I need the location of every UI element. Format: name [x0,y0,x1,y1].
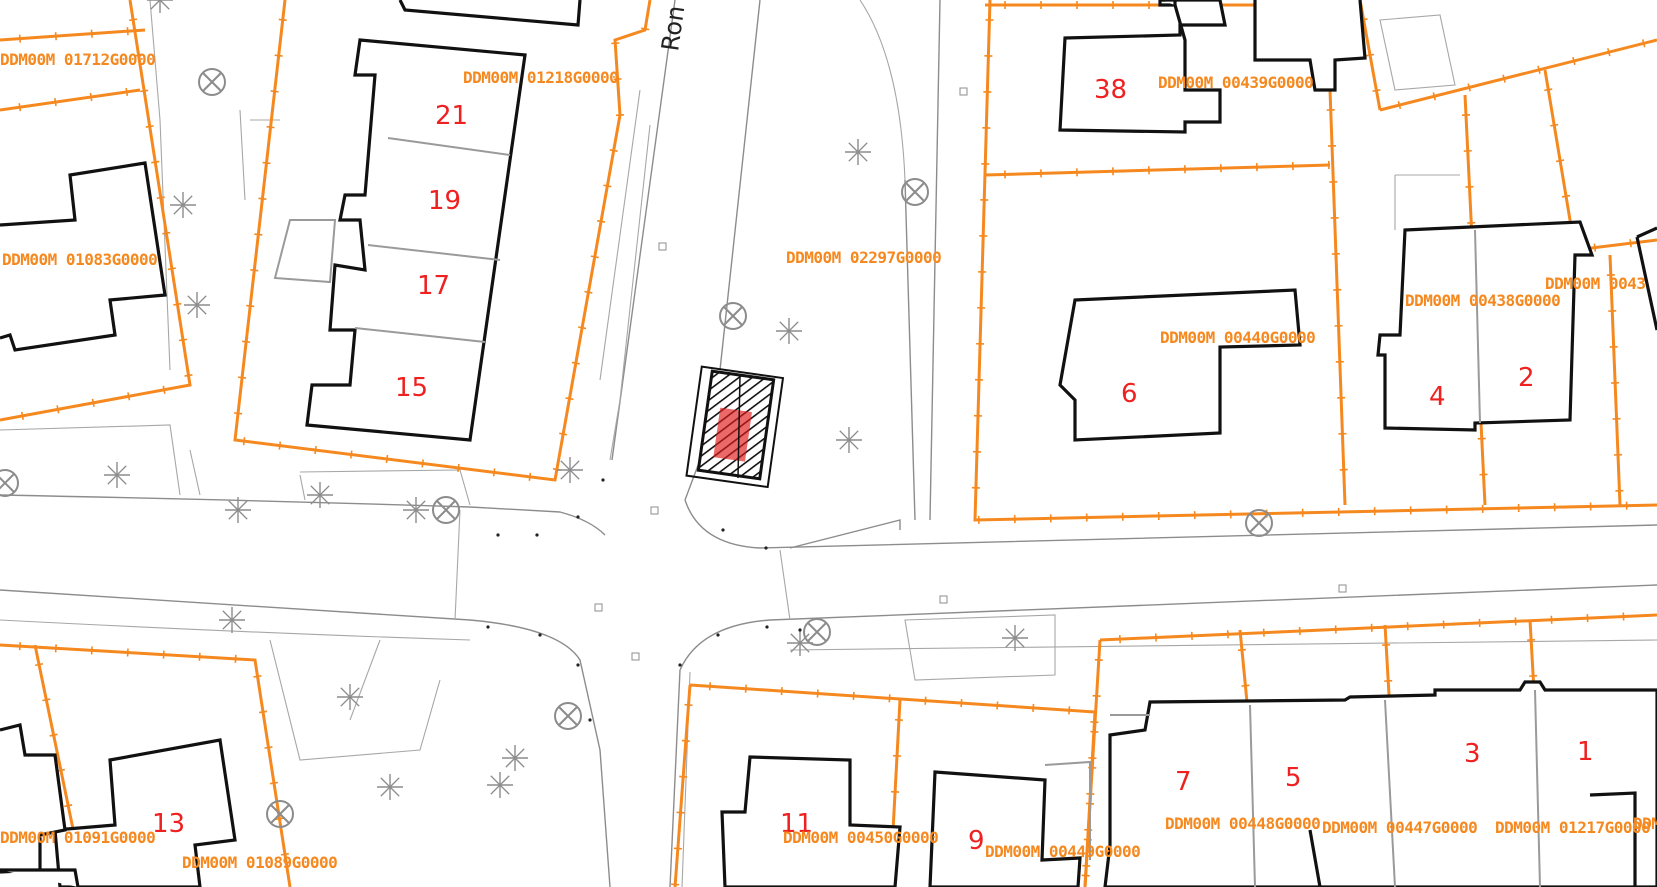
house-number: 21 [435,101,468,131]
tree-icon [225,497,251,523]
house-number: 17 [417,271,450,301]
house-number: 4 [1429,382,1446,412]
parcel-label: DDM00M 01712G0000 [0,50,155,69]
house-number: 6 [1121,379,1138,409]
parcel-label: DDM00M 02297G0000 [786,248,941,267]
house-number: 7 [1175,767,1192,797]
tree-icon [487,772,513,798]
tree-icon [377,774,403,800]
small-square-icon [631,652,640,661]
parcel-label: DDM00M 01089G0000 [182,853,337,872]
tree-icon [337,684,363,710]
manhole-icon [901,178,929,206]
tree-icon [307,482,333,508]
small-square-icon [658,242,667,251]
parcel-label: DDM00M 00449G0000 [985,842,1140,861]
house-number: 9 [968,826,985,856]
small-square-icon [650,506,659,515]
small-square-icon [939,595,948,604]
manhole-icon [0,469,19,497]
house-number: 5 [1285,763,1302,793]
tree-icon [219,607,245,633]
house-number: 11 [780,809,813,839]
tree-icon [184,292,210,318]
manhole-icon [554,702,582,730]
street-name: Ron [656,4,690,53]
manhole-icon [432,496,460,524]
small-square-icon [959,87,968,96]
tree-symbols [104,0,1028,800]
curb-dots [486,478,802,722]
house-number: 2 [1518,363,1535,393]
tree-icon [170,192,196,218]
manhole-icon [266,800,294,828]
parcel-label: DDM00M 00440G0000 [1160,328,1315,347]
house-numbers: 21 19 17 15 38 6 4 2 13 11 9 7 5 3 1 [152,75,1594,856]
house-number: 13 [152,809,185,839]
tree-icon [557,457,583,483]
tree-icon [147,0,173,13]
tree-icon [836,427,862,453]
house-number: 19 [428,186,461,216]
manhole-icon [719,302,747,330]
house-number: 3 [1464,739,1481,769]
tree-icon [502,745,528,771]
manhole-icon [198,68,226,96]
manhole-icon [1245,509,1273,537]
parcel-label: DDM00M 01217G0000 [1495,818,1650,837]
small-square-icon [1338,584,1347,593]
parcel-label: DDM00M 01083G0000 [2,250,157,269]
house-number: 38 [1094,75,1127,105]
manhole-symbols [0,68,1273,828]
tree-icon [787,630,813,656]
tree-icon [104,462,130,488]
house-number: 15 [395,373,428,403]
manhole-icon [803,618,831,646]
tree-icon [845,139,871,165]
parcel-label: DDM00M 01091G0000 [0,828,155,847]
parcel-label: DDM00M 01218G0000 [463,68,618,87]
tree-icon [403,497,429,523]
tree-icon [776,318,802,344]
house-number: 1 [1577,737,1594,767]
tree-icon [1002,625,1028,651]
project-hatched-area-icon [685,365,785,489]
small-square-symbols [594,87,1347,661]
parcel-label: DDM00M 0043 [1545,274,1645,293]
parcel-labels: DDM00M 01712G0000 DDM00M 01218G0000 DDM0… [0,50,1657,872]
parcel-label: DDM00M 00438G0000 [1405,291,1560,310]
parcel-label: DDM00M 00447G0000 [1322,818,1477,837]
parcel-label: DDM00M 00450G0000 [783,828,938,847]
small-square-icon [594,603,603,612]
parcel-label: DDM00M 00439G0000 [1158,73,1313,92]
parcel-label: DDM [1633,814,1657,833]
parcel-label: DDM00M 00448G0000 [1165,814,1320,833]
